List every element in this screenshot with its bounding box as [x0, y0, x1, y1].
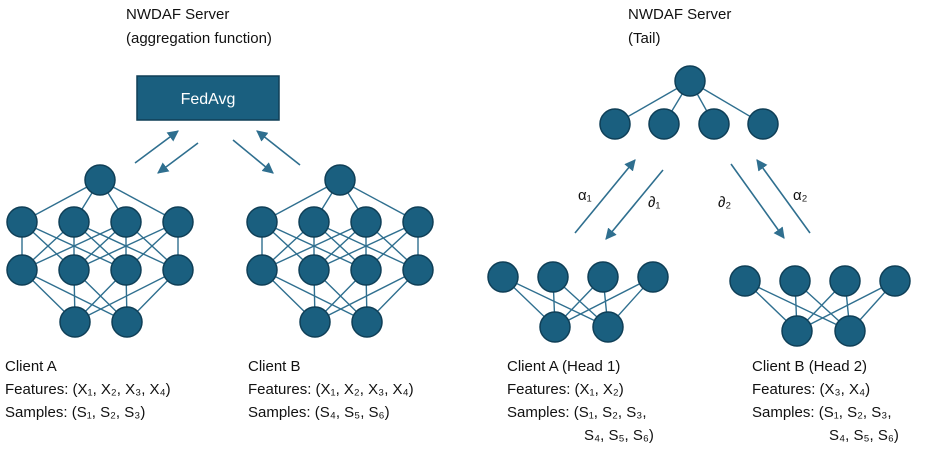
right-head2-net-top-node	[879, 265, 911, 297]
left-clientB-net-edge	[261, 269, 368, 323]
right-clientA-title: Client A (Head 1)	[507, 358, 621, 375]
left-clientB-title: Client B	[248, 358, 301, 375]
fedavg-arrows	[134, 130, 301, 174]
left-clientB-net-hidden2-node	[350, 206, 382, 238]
right-head1-net-edge	[502, 276, 609, 328]
arrow-alpha1	[574, 159, 636, 234]
arrow-fedavg-to-clientA	[157, 142, 199, 174]
left-clientA-title: Client A	[5, 358, 57, 375]
right-clientA-features: Features: (X₁, X₂)	[507, 381, 624, 398]
arrow-fedavg-to-clientB	[232, 139, 274, 174]
arrow-partial2	[730, 163, 785, 239]
left-clientB-net-hidden1-node	[298, 254, 330, 286]
left-clientB-net-hidden2-node	[298, 206, 330, 238]
right-head1-net-top-node	[587, 261, 619, 293]
left-clientA-net-hidden2-node	[110, 206, 142, 238]
left-clientB-net-hidden1-node	[246, 254, 278, 286]
left-clientB-net-edge	[313, 221, 419, 271]
left-clientA-net-hidden1-node	[6, 254, 38, 286]
left-clientB-samples: Samples: (S₄, S₅, S₆)	[248, 404, 390, 421]
arrow-alpha2	[756, 159, 811, 234]
left-clientB-net-hidden2-node	[246, 206, 278, 238]
right-head1-net-top-node	[637, 261, 669, 293]
right-clientA-samples-2: S₄, S₅, S₆)	[584, 427, 654, 444]
left-clientA-net-input-node	[59, 306, 91, 338]
right-head2-net-edge	[744, 280, 851, 332]
tail-hidden-node	[648, 108, 680, 140]
alpha2-label: α₂	[793, 187, 808, 204]
left-clientB-net-hidden1-node	[402, 254, 434, 286]
left-clientA-net-hidden1-node	[162, 254, 194, 286]
left-clientB-net-hidden2-node	[402, 206, 434, 238]
right-clientB-title: Client B (Head 2)	[752, 358, 868, 375]
split-arrows: α₁ ∂₁ ∂₂ α₂	[574, 159, 811, 240]
left-clientA-net-edge	[21, 221, 127, 271]
partial2-label: ∂₂	[718, 194, 731, 211]
left-clientA-net-hidden2-node	[162, 206, 194, 238]
fedavg-box: FedAvg	[136, 75, 280, 121]
right-server-subtitle: (Tail)	[628, 30, 661, 47]
partial1-label: ∂₁	[648, 194, 660, 211]
left-clientA-net-edge	[73, 221, 179, 271]
left-clientA-net-input-node	[111, 306, 143, 338]
right-head2-net-input-node	[834, 315, 866, 347]
left-clientB-net-hidden1-node	[350, 254, 382, 286]
right-clientB-features: Features: (X₃, X₄)	[752, 381, 871, 398]
right-head1-net-input-node	[539, 311, 571, 343]
tail-output-node	[674, 65, 706, 97]
right-head2-net-top-node	[729, 265, 761, 297]
right-head1-net-top-node	[537, 261, 569, 293]
left-clientB-net-edge	[261, 221, 367, 271]
right-clientA-samples-1: Samples: (S₁, S₂, S₃,	[507, 404, 647, 421]
right-head2-net-input-node	[781, 315, 813, 347]
right-head1-net-edge	[554, 276, 654, 328]
right-server-title: NWDAF Server	[628, 6, 732, 23]
right-clientB-samples-2: S₄, S₅, S₆)	[829, 427, 899, 444]
arrow-clientB-to-fedavg	[256, 130, 301, 166]
left-clientA-net-hidden1-node	[58, 254, 90, 286]
left-server-title: NWDAF Server	[126, 6, 230, 23]
left-clientA-net-edge	[21, 269, 128, 323]
left-clientB-net-output-node	[324, 164, 356, 196]
right-clientB-samples-1: Samples: (S₁, S₂, S₃,	[752, 404, 892, 421]
left-clientA-samples: Samples: (S₁, S₂, S₃)	[5, 404, 146, 421]
fedavg-label: FedAvg	[181, 91, 236, 108]
right-head1-net-top-node	[487, 261, 519, 293]
alpha1-label: α₁	[578, 187, 592, 204]
arrow-clientA-to-fedavg	[134, 130, 179, 164]
left-clientB-features: Features: (X₁, X₂, X₃, X₄)	[248, 381, 414, 398]
left-clientA-net-output-node	[84, 164, 116, 196]
left-clientA-net-hidden2-node	[6, 206, 38, 238]
left-clientA-net-hidden2-node	[58, 206, 90, 238]
left-clientA-net-hidden1-node	[110, 254, 142, 286]
left-clientB-net-input-node	[299, 306, 331, 338]
tail-hidden-node	[698, 108, 730, 140]
left-clientA-features: Features: (X₁, X₂, X₃, X₄)	[5, 381, 171, 398]
tail-hidden-node	[747, 108, 779, 140]
tail-hidden-node	[599, 108, 631, 140]
arrow-partial1	[605, 169, 664, 240]
neural-networks	[6, 65, 911, 347]
right-head1-net-input-node	[592, 311, 624, 343]
right-head2-net-edge	[796, 280, 896, 332]
left-clientB-net-input-node	[351, 306, 383, 338]
right-head2-net-top-node	[829, 265, 861, 297]
right-head2-net-top-node	[779, 265, 811, 297]
left-server-subtitle: (aggregation function)	[126, 30, 272, 47]
